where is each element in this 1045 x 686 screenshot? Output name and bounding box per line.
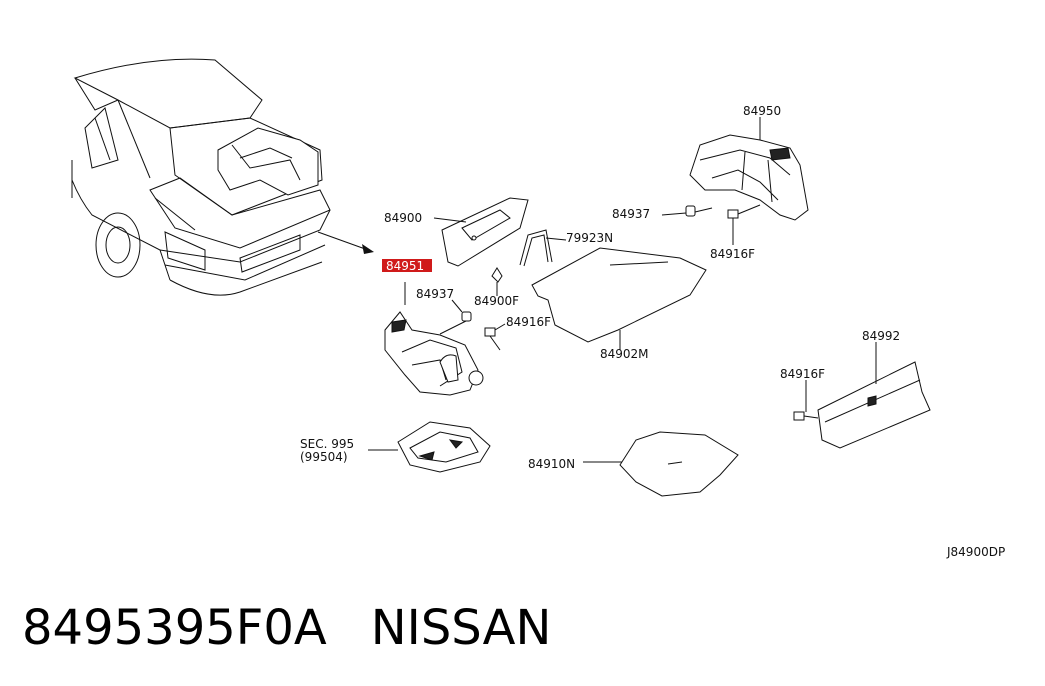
callout-84937-mid: 84937 <box>416 287 454 301</box>
part-sec995-jack-tray <box>368 421 491 473</box>
diagram-code: J84900DP <box>946 545 1005 559</box>
callout-84951-highlight <box>382 259 432 272</box>
part-84992-sill-trim <box>817 342 931 449</box>
clip-84937-mid <box>439 299 472 335</box>
part-84950-trim <box>689 117 809 221</box>
part-84951-side-trim <box>384 282 484 396</box>
callout-84916F-mid: 84916F <box>506 315 551 329</box>
callout-sec995-ref: (99504) <box>300 450 348 464</box>
part-84902M-trunk-mat <box>531 247 707 350</box>
callout-84950: 84950 <box>743 104 781 118</box>
callout-79923N: 79923N <box>566 231 613 245</box>
car-illustration <box>71 58 374 296</box>
callout-84900F: 84900F <box>474 294 519 308</box>
callout-84916F-right: 84916F <box>780 367 825 381</box>
brand-name: NISSAN <box>370 600 552 656</box>
clip-84916F-top <box>727 204 761 245</box>
clip-84937-top <box>661 205 713 217</box>
part-84900-panel <box>433 197 529 296</box>
part-caption: 8495395F0A NISSAN <box>22 600 551 656</box>
clip-84916F-mid <box>484 323 506 351</box>
callout-84951: 84951 <box>386 259 424 273</box>
part-84910N-floor-mat <box>583 431 739 497</box>
callout-84916F-top: 84916F <box>710 247 755 261</box>
part-number: 8495395F0A <box>22 600 327 656</box>
clip-84916F-right <box>793 380 819 421</box>
callout-84900: 84900 <box>384 211 422 225</box>
part-79923N-strap <box>519 229 567 267</box>
parts-diagram: 84950 84937 84916F 84900 84900F 79923N 8… <box>71 58 1005 559</box>
callout-sec995: SEC. 995 <box>300 437 354 451</box>
callout-84910N: 84910N <box>528 457 575 471</box>
callout-84992: 84992 <box>862 329 900 343</box>
callout-84937-top: 84937 <box>612 207 650 221</box>
callout-84902M: 84902M <box>600 347 649 361</box>
